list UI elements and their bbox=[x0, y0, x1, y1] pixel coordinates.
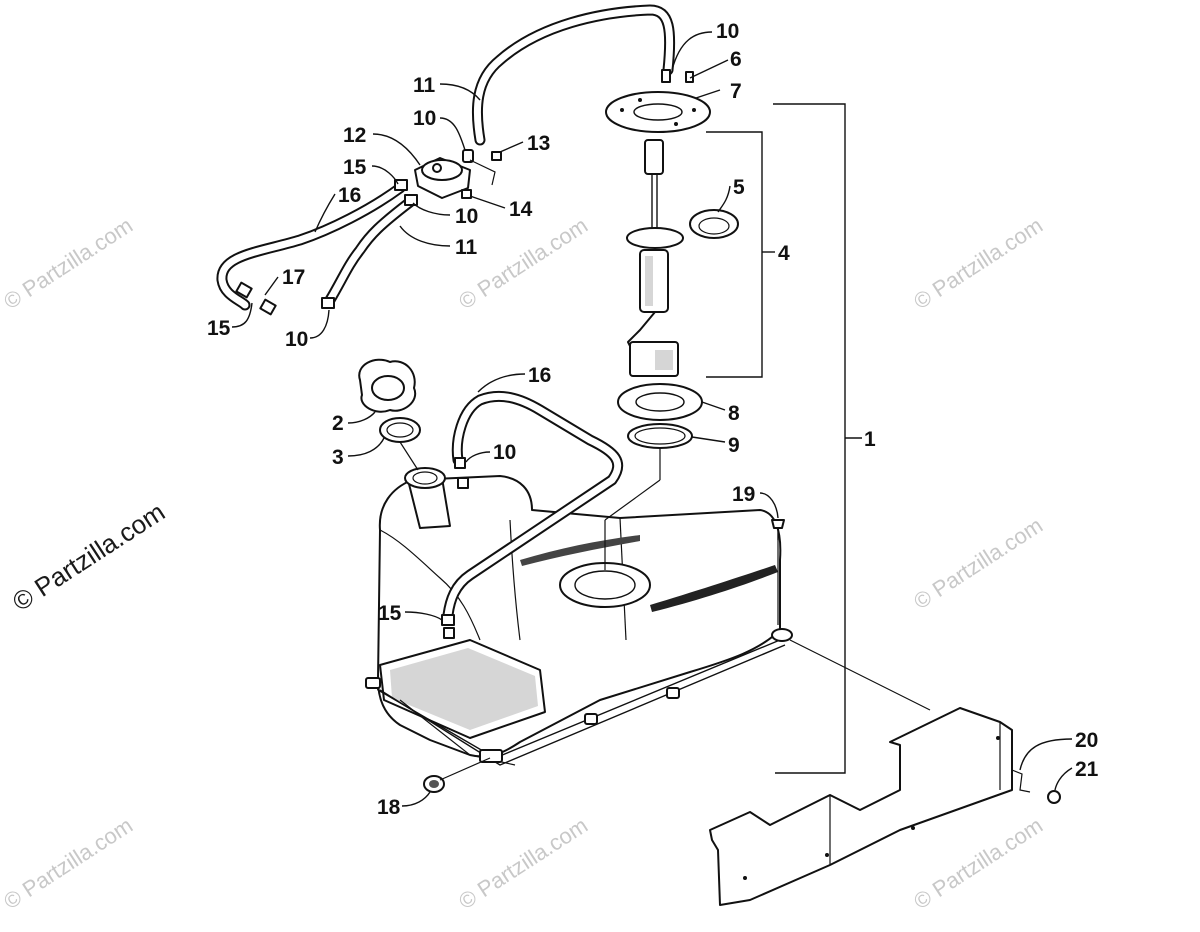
callout-19: 19 bbox=[732, 483, 755, 506]
callout-3: 3 bbox=[332, 446, 344, 469]
watermark: © Partzilla.com bbox=[454, 812, 592, 914]
callout-14: 14 bbox=[509, 198, 533, 221]
callout-10: 10 bbox=[285, 328, 308, 351]
callout-4: 4 bbox=[778, 242, 790, 265]
rollover-valve bbox=[414, 149, 496, 199]
seal-ring-5 bbox=[689, 209, 739, 239]
pump-flange-plate bbox=[605, 69, 711, 133]
nut-14 bbox=[461, 189, 472, 199]
fuel-tank bbox=[365, 467, 793, 766]
screw-13 bbox=[491, 151, 502, 161]
callout-15: 15 bbox=[378, 602, 402, 625]
callout-13: 13 bbox=[527, 132, 550, 155]
callout-5: 5 bbox=[733, 176, 745, 199]
tank-vent-hose bbox=[441, 390, 624, 639]
grommet-19 bbox=[771, 519, 785, 540]
callout-21: 21 bbox=[1075, 758, 1099, 781]
lock-ring-8 bbox=[617, 383, 703, 421]
watermark: © Partzilla.com bbox=[909, 212, 1047, 314]
callout-10: 10 bbox=[413, 107, 436, 130]
callout-6: 6 bbox=[730, 48, 742, 71]
callout-7: 7 bbox=[730, 80, 742, 103]
watermark: © Partzilla.com bbox=[0, 812, 137, 914]
leader-lines bbox=[231, 31, 1073, 807]
gasket-9 bbox=[627, 423, 693, 449]
watermark-main: © Partzilla.com bbox=[7, 496, 170, 617]
callout-2: 2 bbox=[332, 412, 344, 435]
fuel-pump-assembly bbox=[626, 139, 684, 377]
callout-12: 12 bbox=[343, 124, 366, 147]
callout-15: 15 bbox=[207, 317, 231, 340]
callout-8: 8 bbox=[728, 402, 740, 425]
drain-plug-18 bbox=[423, 775, 445, 793]
callout-17: 17 bbox=[282, 266, 305, 289]
callout-10: 10 bbox=[455, 205, 478, 228]
callout-11: 11 bbox=[413, 74, 436, 97]
callout-16: 16 bbox=[338, 184, 361, 207]
callout-11: 11 bbox=[455, 236, 478, 259]
vent-hose-top bbox=[471, 4, 676, 146]
cap-gasket bbox=[379, 417, 421, 443]
callout-1: 1 bbox=[864, 428, 876, 451]
watermark: © Partzilla.com bbox=[909, 812, 1047, 914]
callout-10: 10 bbox=[716, 20, 739, 43]
watermark: © Partzilla.com bbox=[0, 212, 137, 314]
heat-shield-bracket bbox=[709, 707, 1013, 906]
callout-18: 18 bbox=[377, 796, 401, 819]
callout-9: 9 bbox=[728, 434, 740, 457]
fuel-cap bbox=[358, 358, 417, 413]
callout-16: 16 bbox=[528, 364, 551, 387]
left-hoses bbox=[216, 179, 418, 316]
callout-10: 10 bbox=[493, 441, 516, 464]
watermark: © Partzilla.com bbox=[909, 512, 1047, 614]
callout-20: 20 bbox=[1075, 729, 1098, 752]
callout-labels: 1 2 3 4 5 6 7 8 9 10 10 10 10 10 11 11 1… bbox=[207, 20, 1099, 819]
callout-15: 15 bbox=[343, 156, 367, 179]
clip-21 bbox=[1047, 790, 1061, 804]
